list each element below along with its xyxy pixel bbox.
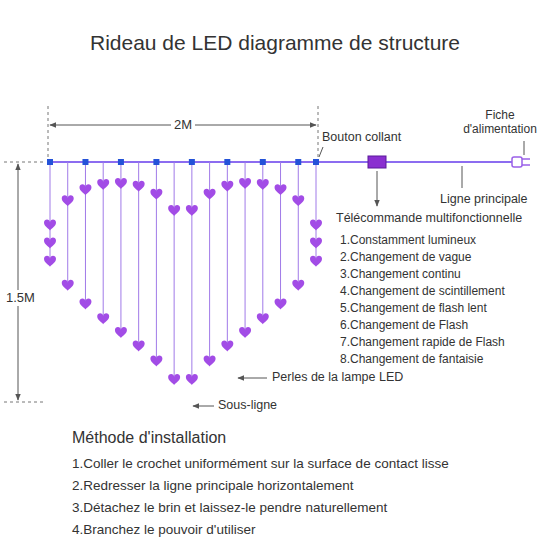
led-bead: [115, 327, 127, 338]
part-label: Fiche d'alimentation: [454, 108, 546, 137]
led-bead: [62, 280, 74, 291]
led-bead: [239, 327, 251, 338]
led-bead: [79, 184, 91, 195]
mode-item: 3.Changement continu: [340, 267, 461, 281]
sub-line: [298, 162, 299, 285]
sticky-button: [47, 159, 53, 165]
leader-line: [238, 378, 267, 379]
mode-item: 4.Changement de scintillement: [340, 284, 505, 298]
sticky-button: [82, 159, 88, 165]
title: Rideau de LED diagramme de structure: [90, 30, 460, 55]
dimension-tick: [48, 106, 49, 158]
instruction-step: 4.Branchez le pouvoir d'utiliser: [72, 522, 255, 538]
leader-line: [462, 166, 463, 188]
part-label: Sous-ligne: [218, 398, 277, 413]
part-label: Ligne principale: [440, 192, 528, 207]
sticky-button: [260, 159, 266, 165]
leader-line: [193, 406, 214, 407]
led-bead: [257, 179, 269, 190]
instruction-step: 3.Détachez le brin et laissez-le pendre …: [72, 500, 387, 516]
mode-item: 2.Changement de vague: [340, 250, 471, 264]
sub-lines: [50, 162, 316, 379]
leader-line: [377, 171, 378, 206]
led-bead: [62, 195, 74, 206]
sub-line: [85, 162, 86, 303]
led-bead: [204, 355, 216, 366]
led-bead: [150, 355, 162, 366]
dimension-tick: [4, 162, 44, 163]
power-plug: [512, 157, 522, 167]
sticky-buttons: [47, 159, 319, 165]
sticky-button: [153, 159, 159, 165]
sticky-button: [224, 159, 230, 165]
led-bead: [310, 238, 322, 249]
dimension-tick: [4, 402, 44, 403]
part-label: Télécommande multifonctionnelle: [336, 211, 522, 226]
part-label: Bouton collant: [322, 130, 401, 145]
led-bead: [221, 341, 233, 352]
led-bead: [115, 178, 127, 189]
mode-item: 5.Changement de flash lent: [340, 301, 487, 315]
instruction-step: 2.Redresser la ligne principale horizont…: [72, 478, 353, 494]
led-bead: [292, 280, 304, 291]
led-bead: [168, 205, 180, 216]
dimension-tick: [318, 106, 319, 158]
main-line: [48, 161, 512, 163]
plug-prong: [522, 158, 530, 160]
sub-line: [191, 162, 192, 379]
sub-line: [174, 162, 175, 379]
sticky-button: [118, 159, 124, 165]
sub-line: [67, 162, 68, 285]
led-bead: [150, 189, 162, 200]
section-heading: Méthode d'installation: [72, 428, 226, 447]
leader-line: [524, 141, 525, 155]
led-bead: [168, 374, 180, 385]
mode-item: 1.Constamment lumineux: [340, 233, 476, 247]
led-bead: [44, 256, 56, 267]
led-bead: [133, 181, 145, 192]
led-bead: [44, 238, 56, 249]
led-bead: [204, 189, 216, 200]
dimension-line: [18, 164, 19, 400]
led-bead: [97, 179, 109, 190]
led-bead: [221, 181, 233, 192]
sticky-button: [295, 159, 301, 165]
plug-prong: [522, 164, 530, 166]
leader-line: [319, 147, 323, 157]
led-bead: [257, 313, 269, 324]
led-beads: [44, 178, 322, 385]
led-bead: [133, 341, 145, 352]
led-bead: [186, 205, 198, 216]
led-bead: [275, 184, 287, 195]
instruction-step: 1.Coller le crochet uniformément sur la …: [72, 456, 449, 472]
led-bead: [239, 178, 251, 189]
led-bead: [79, 298, 91, 309]
led-bead: [275, 298, 287, 309]
led-bead: [97, 313, 109, 324]
remote-control: [368, 156, 386, 168]
led-bead: [310, 219, 322, 230]
dimension-label: 2M: [171, 117, 195, 133]
mode-item: 8.Changement de fantaisie: [340, 352, 483, 366]
part-label: Perles de la lampe LED: [272, 370, 403, 385]
led-bead: [310, 256, 322, 267]
led-bead: [186, 374, 198, 385]
led-bead: [44, 219, 56, 230]
mode-item: 7.Changement rapide de Flash: [340, 335, 505, 349]
dimension-label: 1.5M: [3, 290, 38, 306]
sub-line: [280, 162, 281, 303]
mode-item: 6.Changement de Flash: [340, 318, 468, 332]
sticky-button: [313, 159, 319, 165]
led-bead: [292, 195, 304, 206]
sticky-button: [189, 159, 195, 165]
